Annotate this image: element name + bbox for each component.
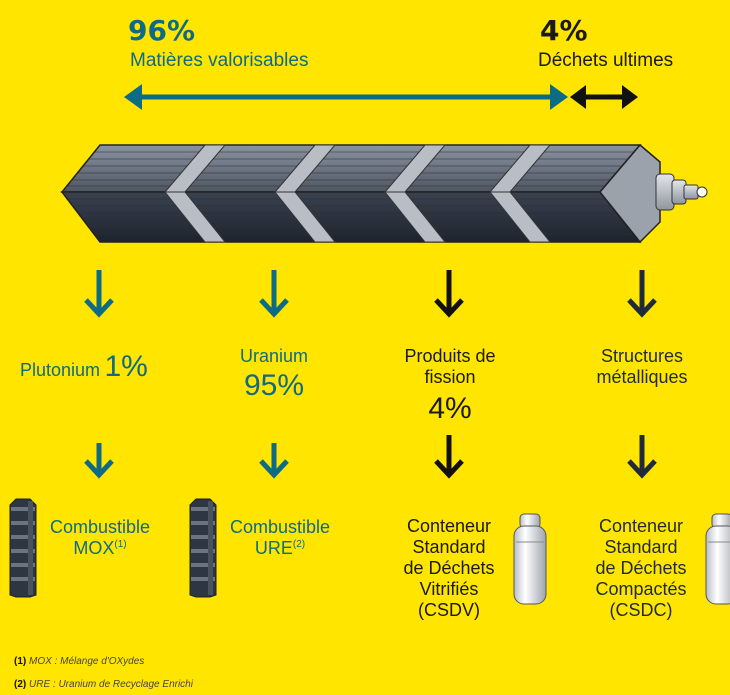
arrows-row-2 — [84, 435, 657, 479]
csdc-line1: Conteneur — [598, 516, 684, 536]
csdv-canister-icon — [513, 513, 547, 605]
footnote-2: (2) URE : Uranium de Recyclage Enrichi — [14, 679, 193, 690]
plutonium-name: Plutonium — [20, 360, 101, 380]
csdc-canister-icon — [705, 513, 730, 605]
structures-label: Structures métalliques — [575, 346, 709, 388]
recoverable-double-arrow — [124, 84, 638, 110]
recoverable-percent: 96% — [128, 14, 196, 47]
recoverable-label: Matières valorisables — [130, 50, 309, 71]
footnote-2-num: (2) — [14, 679, 27, 690]
csdv-product: Conteneur Standard de Déchets Vitrifiés … — [386, 516, 512, 621]
ure-product-line2: URE — [254, 538, 293, 558]
structures-line1: Structures — [600, 346, 684, 366]
csdc-line3: de Déchets — [595, 558, 687, 578]
plutonium-label: Plutonium 1% — [20, 350, 180, 384]
footnote-2-text: URE : Uranium de Recyclage Enrichi — [29, 679, 193, 690]
fission-line1: Produits de — [404, 346, 496, 366]
plutonium-percent: 1% — [104, 350, 148, 383]
csdv-line2: Standard — [412, 537, 486, 557]
waste-percent: 4% — [540, 14, 588, 47]
arrows-row-1 — [84, 270, 657, 318]
csdv-line3: de Déchets — [403, 558, 495, 578]
ure-footnote-ref: (2) — [292, 539, 306, 550]
uranium-name: Uranium — [239, 346, 309, 366]
fission-percent: 4% — [428, 392, 472, 425]
footnote-1: (1) MOX : Mélange d'OXydes — [14, 656, 144, 667]
waste-double-arrow — [570, 85, 638, 109]
mox-product: Combustible MOX(1) — [30, 517, 170, 559]
csdc-line4: Compactés — [595, 579, 687, 599]
fuel-assembly — [60, 143, 708, 244]
mox-product-line2: MOX — [73, 538, 115, 558]
fission-label: Produits de fission — [380, 346, 520, 388]
csdv-line4: Vitrifiés — [419, 579, 479, 599]
mox-product-line1: Combustible — [49, 517, 151, 537]
uranium-percent: 95% — [243, 369, 305, 402]
ure-product-line1: Combustible — [229, 517, 331, 537]
footnote-1-text: MOX : Mélange d'OXydes — [29, 656, 145, 667]
fission-line2: fission — [424, 367, 476, 387]
ure-pellet-stack-icon — [189, 498, 217, 598]
structures-line2: métalliques — [596, 367, 688, 387]
csdv-line5: (CSDV) — [418, 600, 480, 620]
csdc-line5: (CSDC) — [609, 600, 673, 620]
footnote-1-num: (1) — [14, 656, 27, 667]
ure-product: Combustible URE(2) — [210, 517, 350, 559]
mox-footnote-ref: (1) — [114, 539, 127, 550]
csdc-product: Conteneur Standard de Déchets Compactés … — [578, 516, 704, 621]
mox-pellet-stack-icon — [9, 498, 37, 598]
csdv-line1: Conteneur — [406, 516, 492, 536]
csdc-line2: Standard — [604, 537, 678, 557]
waste-label: Déchets ultimes — [538, 50, 674, 71]
